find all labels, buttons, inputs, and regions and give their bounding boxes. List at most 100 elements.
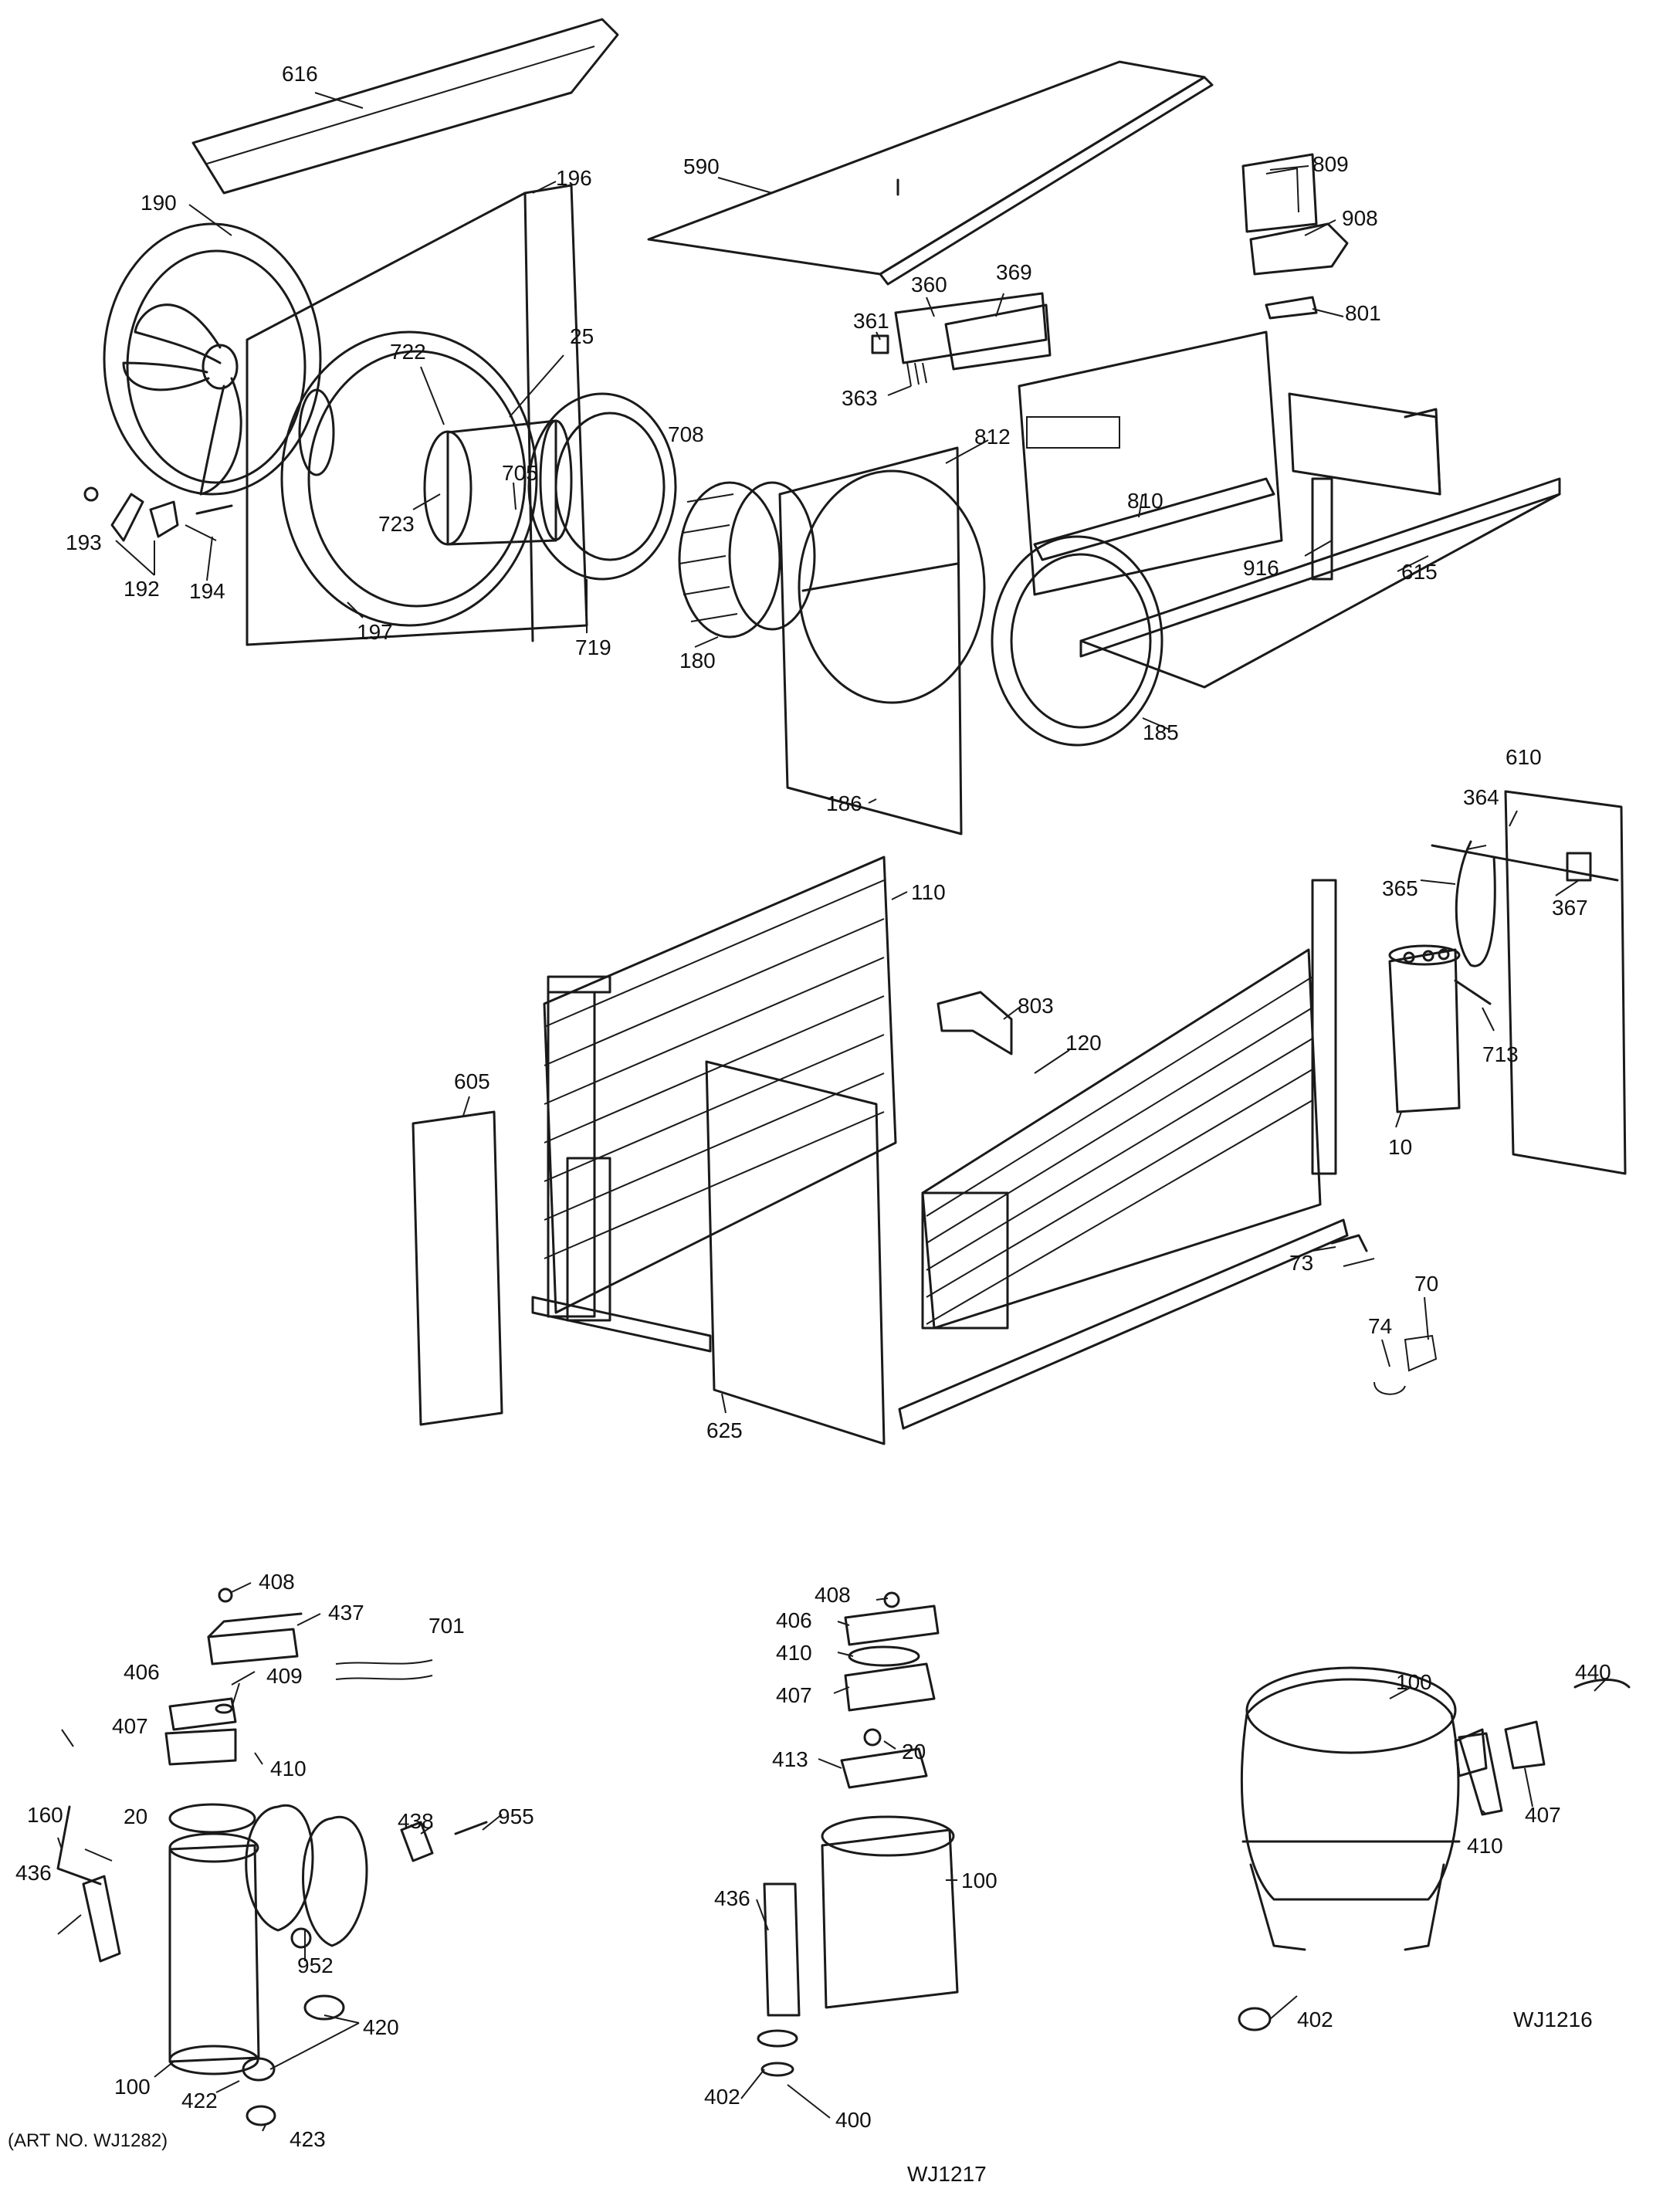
- label-616: 616: [282, 62, 318, 86]
- evaporator-coil-110: [543, 856, 897, 1322]
- label-400: 400: [835, 2108, 872, 2132]
- condenser-coil-120: [921, 948, 1322, 1330]
- compressor-wj1216: [1238, 1666, 1631, 2031]
- base-rail: [531, 879, 1349, 1430]
- label-196: 196: [556, 166, 592, 190]
- label-801: 801: [1345, 301, 1381, 325]
- label-605: 605: [454, 1069, 490, 1093]
- label-367: 367: [1552, 896, 1588, 920]
- label-192: 192: [124, 577, 160, 601]
- label-365: 365: [1382, 876, 1418, 900]
- blower-wheel-180: [678, 481, 816, 639]
- label-615: 615: [1401, 560, 1438, 584]
- label-705: 705: [502, 461, 538, 485]
- label-407-mid: 407: [776, 1683, 812, 1707]
- label-197: 197: [357, 620, 393, 644]
- label-423: 423: [290, 2127, 326, 2151]
- label-625: 625: [706, 1418, 743, 1442]
- compressor-wj1217: [757, 1591, 959, 2077]
- accumulator-10: [1388, 944, 1492, 1113]
- blower-housing-186: [778, 446, 986, 835]
- label-100-mid: 100: [961, 1869, 998, 1892]
- art-number-caption: (ART NO. WJ1282): [8, 2130, 168, 2151]
- label-719: 719: [575, 635, 611, 659]
- label-160: 160: [27, 1803, 63, 1827]
- label-803: 803: [1018, 994, 1054, 1018]
- shroud-625: [705, 1060, 886, 1445]
- leader-lines: [57, 92, 1607, 2132]
- label-436-left: 436: [15, 1861, 52, 1885]
- label-180: 180: [679, 649, 716, 673]
- label-409: 409: [266, 1664, 303, 1688]
- base-pan-615: [1079, 392, 1561, 689]
- label-916: 916: [1243, 556, 1279, 580]
- label-408-mid: 408: [815, 1583, 851, 1607]
- label-190: 190: [141, 191, 177, 215]
- label-413: 413: [772, 1747, 808, 1771]
- label-436-mid: 436: [714, 1886, 750, 1910]
- small-parts-70-73-74: [1330, 1234, 1438, 1395]
- wj1216-caption: WJ1216: [1513, 2008, 1593, 2031]
- part-labels: 616 190 196 590 809 908 801 360 369 361 …: [15, 62, 1611, 2151]
- label-194: 194: [189, 579, 225, 603]
- label-701: 701: [428, 1614, 465, 1638]
- label-407-right: 407: [1525, 1803, 1561, 1827]
- label-185: 185: [1143, 720, 1179, 744]
- label-610: 610: [1506, 745, 1542, 769]
- top-panel-616: [191, 18, 619, 195]
- label-70: 70: [1414, 1272, 1438, 1296]
- label-363: 363: [842, 386, 878, 410]
- orifice-panel-196-197: [246, 184, 588, 646]
- strip-916: [1311, 477, 1333, 581]
- top-cover-590: [647, 60, 1214, 286]
- label-406-left: 406: [124, 1660, 160, 1684]
- inlet-ring-185: [991, 535, 1163, 747]
- label-723: 723: [378, 512, 415, 536]
- label-420: 420: [363, 2015, 399, 2039]
- bracket-801: [1265, 296, 1318, 320]
- motor-mount-719: [527, 392, 677, 581]
- label-422: 422: [181, 2089, 218, 2113]
- label-410-right: 410: [1467, 1834, 1503, 1858]
- label-437: 437: [328, 1601, 364, 1625]
- label-908: 908: [1342, 206, 1378, 230]
- label-100-left: 100: [114, 2075, 151, 2099]
- label-10: 10: [1388, 1135, 1412, 1159]
- label-955: 955: [498, 1804, 534, 1828]
- label-406-mid: 406: [776, 1608, 812, 1632]
- label-407-left: 407: [112, 1714, 148, 1738]
- label-722: 722: [390, 340, 426, 364]
- label-20-mid: 20: [902, 1740, 926, 1764]
- compressor-wj1282: [56, 1587, 488, 2126]
- label-402-mid: 402: [704, 2085, 740, 2109]
- label-952: 952: [297, 1953, 334, 1977]
- label-440: 440: [1575, 1660, 1611, 1684]
- label-193: 193: [66, 530, 102, 554]
- label-410-left: 410: [270, 1757, 307, 1781]
- label-360: 360: [911, 273, 947, 296]
- insulation-908: [1249, 222, 1349, 276]
- label-110: 110: [911, 880, 946, 904]
- bracket-803: [937, 991, 1013, 1055]
- bracket-809: [1241, 153, 1318, 233]
- side-panel-605: [412, 1110, 503, 1426]
- label-810: 810: [1127, 489, 1163, 513]
- label-590: 590: [683, 154, 720, 178]
- fan-motor-25: [423, 419, 573, 546]
- label-809: 809: [1312, 152, 1349, 176]
- label-408-left: 408: [259, 1570, 295, 1594]
- label-120: 120: [1065, 1031, 1102, 1055]
- control-board-360-369: [871, 292, 1052, 387]
- label-713: 713: [1482, 1042, 1519, 1066]
- label-100-right: 100: [1396, 1670, 1432, 1694]
- label-438: 438: [398, 1809, 434, 1833]
- label-812: 812: [974, 425, 1011, 449]
- label-25: 25: [570, 324, 594, 348]
- panel-610: [1431, 790, 1627, 1175]
- condenser-fan-190: [103, 222, 322, 496]
- label-402-right: 402: [1297, 2008, 1333, 2031]
- wj1217-caption: WJ1217: [907, 2162, 987, 2186]
- label-74: 74: [1368, 1314, 1392, 1338]
- rail-810: [1033, 477, 1275, 561]
